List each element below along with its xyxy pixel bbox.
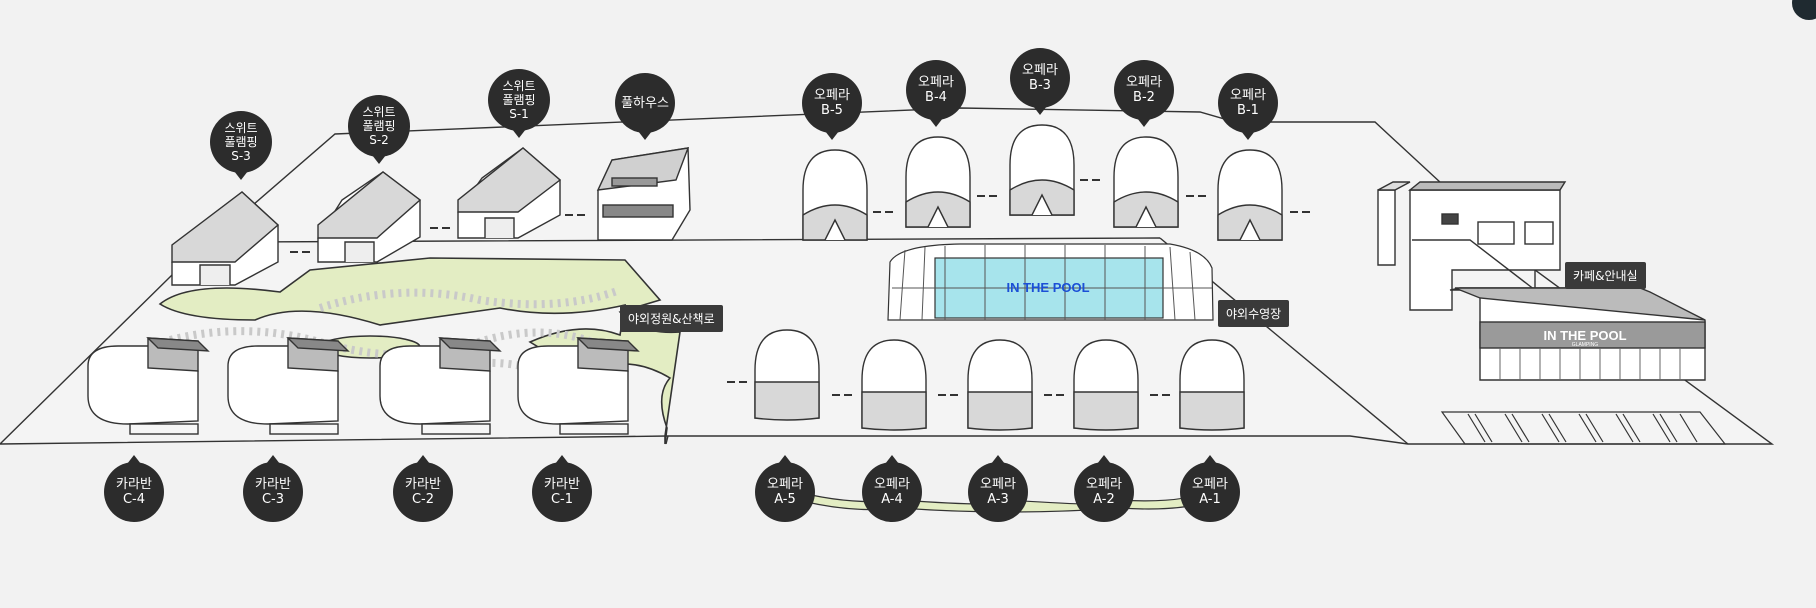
cafe-building [1377,181,1727,445]
house-s1 [457,147,562,239]
pin-line: S-3 [231,149,251,163]
pin-suite-s3[interactable]: 스위트 풀램핑 S-3 [210,111,272,180]
pin-line: 풀하우스 [621,95,669,111]
pin-line: A-2 [1093,492,1115,507]
opera-b-domes [802,124,1310,241]
pin-line: C-1 [550,492,574,507]
dome-b1 [1217,149,1283,241]
building-sign-sub: GLAMPING [1572,342,1599,348]
house-s2 [317,171,422,263]
pin-line: 카라반 [116,477,152,492]
pin-line: 카라반 [405,477,441,492]
pin-line: 스위트 [362,105,396,119]
pin-line: C-3 [261,492,285,507]
cafe-tag[interactable]: 카페&안내실 [1565,262,1646,289]
pin-line: A-3 [987,492,1009,507]
pin-opera-b5[interactable]: 오페라 B-5 [802,73,862,140]
pin-caravan-c1[interactable]: 카라반 C-1 [532,455,592,522]
pin-line: 오페라 [1230,88,1266,103]
caravan-c1 [517,337,640,435]
pin-caravan-c3[interactable]: 카라반 C-3 [243,455,303,522]
pin-line: C-4 [122,492,146,507]
pin-line: B-2 [1133,90,1155,105]
corner-button[interactable] [1792,0,1816,20]
pin-opera-a4[interactable]: 오페라 A-4 [862,455,922,522]
pin-line: 풀램핑 [224,135,258,149]
pin-caravan-c4[interactable]: 카라반 C-4 [104,455,164,522]
dome-b4 [905,136,971,228]
pin-line: A-1 [1199,492,1221,507]
pin-opera-a5[interactable]: 오페라 A-5 [755,455,815,522]
pin-line: B-1 [1237,103,1259,118]
pin-line: 풀램핑 [502,93,536,107]
pin-line: 오페라 [874,477,910,492]
suite-houses [171,147,691,286]
parking-lot [1440,411,1727,445]
caravan-c3 [227,337,350,435]
pin-opera-b2[interactable]: 오페라 B-2 [1114,60,1174,127]
dome-a1 [1179,339,1245,431]
dome-b3 [1009,124,1075,216]
pin-line: 스위트 [224,121,258,135]
pin-line: B-5 [821,103,843,118]
pin-opera-a1[interactable]: 오페라 A-1 [1180,455,1240,522]
pin-opera-b3[interactable]: 오페라 B-3 [1010,48,1070,115]
dome-a3 [967,339,1033,431]
pin-line: 오페라 [1022,63,1058,78]
pin-opera-a3[interactable]: 오페라 A-3 [968,455,1028,522]
pin-opera-b4[interactable]: 오페라 B-4 [906,60,966,127]
opera-a-domes [727,329,1245,431]
main-building [1449,287,1706,381]
pin-line: A-5 [774,492,796,507]
building-sign-title: IN THE POOL [1543,328,1626,343]
pin-opera-b1[interactable]: 오페라 B-1 [1218,73,1278,140]
pool-house [596,147,691,241]
garden-tag[interactable]: 야외정원&산책로 [620,305,723,332]
pin-line: 오페라 [767,477,803,492]
pin-pool-house[interactable]: 풀하우스 [615,73,675,140]
house-s3 [171,191,280,286]
pin-line: 풀램핑 [362,119,396,133]
pin-suite-s1[interactable]: 스위트 풀램핑 S-1 [488,69,550,138]
outdoor-pool [887,243,1214,321]
dome-a5 [754,329,820,421]
pin-line: B-3 [1029,78,1051,93]
dome-b2 [1113,136,1179,228]
pin-line: 스위트 [502,79,536,93]
pin-line: 카라반 [255,477,291,492]
pin-caravan-c2[interactable]: 카라반 C-2 [393,455,453,522]
outdoor-pool-tag[interactable]: 야외수영장 [1218,300,1290,327]
pin-line: 오페라 [1086,477,1122,492]
pin-line: C-2 [411,492,435,507]
dome-a4 [861,339,927,431]
pin-line: 오페라 [814,88,850,103]
pin-line: 오페라 [1192,477,1228,492]
pin-line: A-4 [881,492,903,507]
caravan-c2 [379,337,502,435]
pin-line: B-4 [925,90,947,105]
pin-line: S-2 [369,133,389,147]
pin-line: 오페라 [980,477,1016,492]
pin-opera-a2[interactable]: 오페라 A-2 [1074,455,1134,522]
dome-b5 [802,149,868,241]
caravan-c4 [87,337,210,435]
pool-cover-text: IN THE POOL [1006,280,1089,295]
pin-suite-s2[interactable]: 스위트 풀램핑 S-2 [348,95,410,164]
pin-line: 오페라 [918,75,954,90]
caravans [87,337,640,435]
pin-line: 카라반 [544,477,580,492]
pin-line: 오페라 [1126,75,1162,90]
pin-line: S-1 [509,107,529,121]
dome-a2 [1073,339,1139,431]
